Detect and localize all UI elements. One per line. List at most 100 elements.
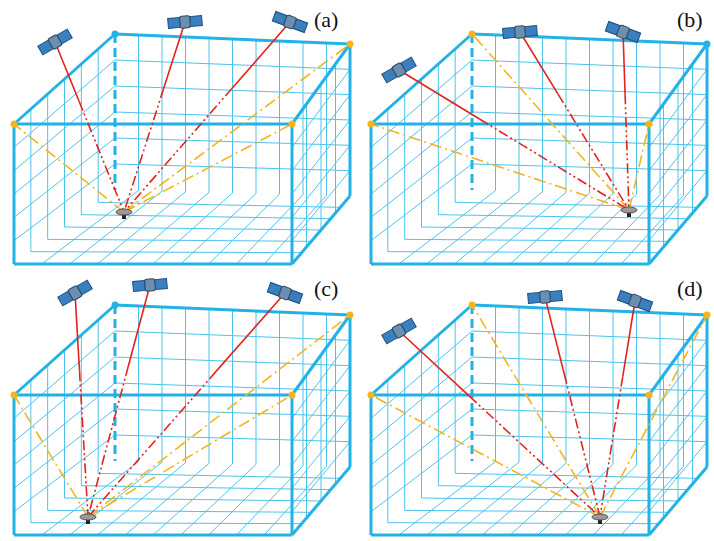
grid-line — [292, 366, 350, 442]
corner-dot — [347, 41, 354, 48]
signal-ray — [75, 293, 80, 371]
box-edge — [114, 34, 117, 190]
signal-ray — [124, 89, 164, 213]
box-edge — [292, 467, 350, 535]
receiver-antenna — [116, 209, 132, 215]
reflection-ray — [629, 124, 649, 210]
satellite-body — [628, 294, 642, 309]
corner-dot — [347, 312, 354, 319]
corner-dot — [11, 392, 18, 399]
grid-line — [472, 60, 707, 69]
panel — [11, 11, 354, 264]
reflection-ray — [472, 34, 629, 210]
signal-ray — [564, 374, 600, 517]
satellite-body — [278, 286, 292, 301]
signal-ray — [55, 42, 79, 102]
grid-line — [472, 331, 707, 340]
solar-panel — [155, 279, 168, 290]
signal-ray — [79, 102, 124, 213]
box-edge — [371, 394, 649, 397]
grid-line — [371, 331, 472, 418]
grid-line — [649, 69, 707, 147]
satellite-body — [68, 285, 83, 300]
receiver-icon — [621, 207, 637, 217]
corner-dot — [112, 31, 119, 38]
satellite-body — [539, 291, 550, 304]
satellite-icon — [503, 25, 538, 40]
signal-ray — [623, 301, 635, 377]
grid-line — [292, 391, 350, 465]
satellite-icon — [168, 15, 203, 30]
grid-line — [48, 239, 312, 241]
grid-line — [14, 86, 115, 171]
panel — [11, 278, 354, 535]
receiver-antenna — [80, 514, 96, 520]
reflection-ray — [88, 395, 292, 517]
signal-ray — [128, 285, 150, 366]
box-edge — [13, 124, 16, 264]
reflection-ray — [472, 305, 600, 517]
panel-label: (a) — [312, 8, 340, 32]
receiver-icon — [116, 209, 132, 219]
satellite-body — [144, 279, 155, 292]
grid-line — [14, 138, 115, 217]
satellite-body — [392, 323, 407, 338]
box-edge — [471, 34, 474, 190]
solar-panel — [133, 280, 146, 291]
signal-ray — [216, 293, 285, 371]
receiver-antenna — [592, 514, 608, 520]
corner-dot — [469, 302, 476, 309]
satellite-icon — [272, 11, 308, 34]
reflection-ray — [124, 44, 350, 212]
panel — [368, 21, 711, 264]
satellite-body — [616, 25, 630, 40]
box-edge — [13, 395, 16, 535]
grid-line — [649, 391, 707, 465]
grid-line — [649, 95, 707, 171]
satellite-icon — [605, 21, 641, 44]
satellite-icon — [37, 28, 72, 55]
corner-dot — [289, 392, 296, 399]
grid-line — [14, 60, 115, 147]
box-edge — [472, 305, 707, 315]
satellite-icon — [381, 317, 416, 344]
satellite-body — [283, 15, 297, 30]
box-edge — [649, 44, 707, 124]
satellite-body — [48, 34, 63, 49]
satellite-body — [392, 62, 407, 77]
solar-panel — [525, 26, 538, 37]
grid-line — [31, 252, 302, 253]
solar-panel — [190, 16, 203, 27]
reflection-ray — [371, 124, 629, 210]
grid-line — [388, 252, 659, 253]
box-edge — [14, 394, 292, 397]
grid-line — [371, 435, 472, 512]
signal-ray — [399, 70, 480, 119]
grid-line — [649, 120, 707, 194]
grid-line — [14, 164, 115, 241]
satellite-icon — [381, 56, 416, 83]
signal-ray — [545, 297, 564, 374]
box-edge — [291, 395, 294, 535]
solar-panel — [550, 291, 563, 302]
box-edge — [292, 196, 350, 264]
box-edge — [371, 534, 649, 537]
box-edge — [370, 124, 373, 264]
satellite-icon — [528, 290, 563, 305]
grid-line — [31, 523, 302, 524]
corner-dot — [469, 31, 476, 38]
grid-line — [292, 120, 350, 194]
grid-line — [405, 239, 669, 241]
signal-ray — [623, 32, 625, 94]
grid-line — [405, 510, 669, 512]
box-edge — [649, 315, 707, 395]
reflection-ray — [600, 315, 707, 517]
box-edge — [371, 34, 472, 124]
box-edge — [115, 34, 350, 44]
satellite-body — [179, 16, 190, 29]
signal-ray — [480, 119, 630, 210]
signal-ray — [88, 371, 216, 517]
grid-line — [649, 366, 707, 442]
